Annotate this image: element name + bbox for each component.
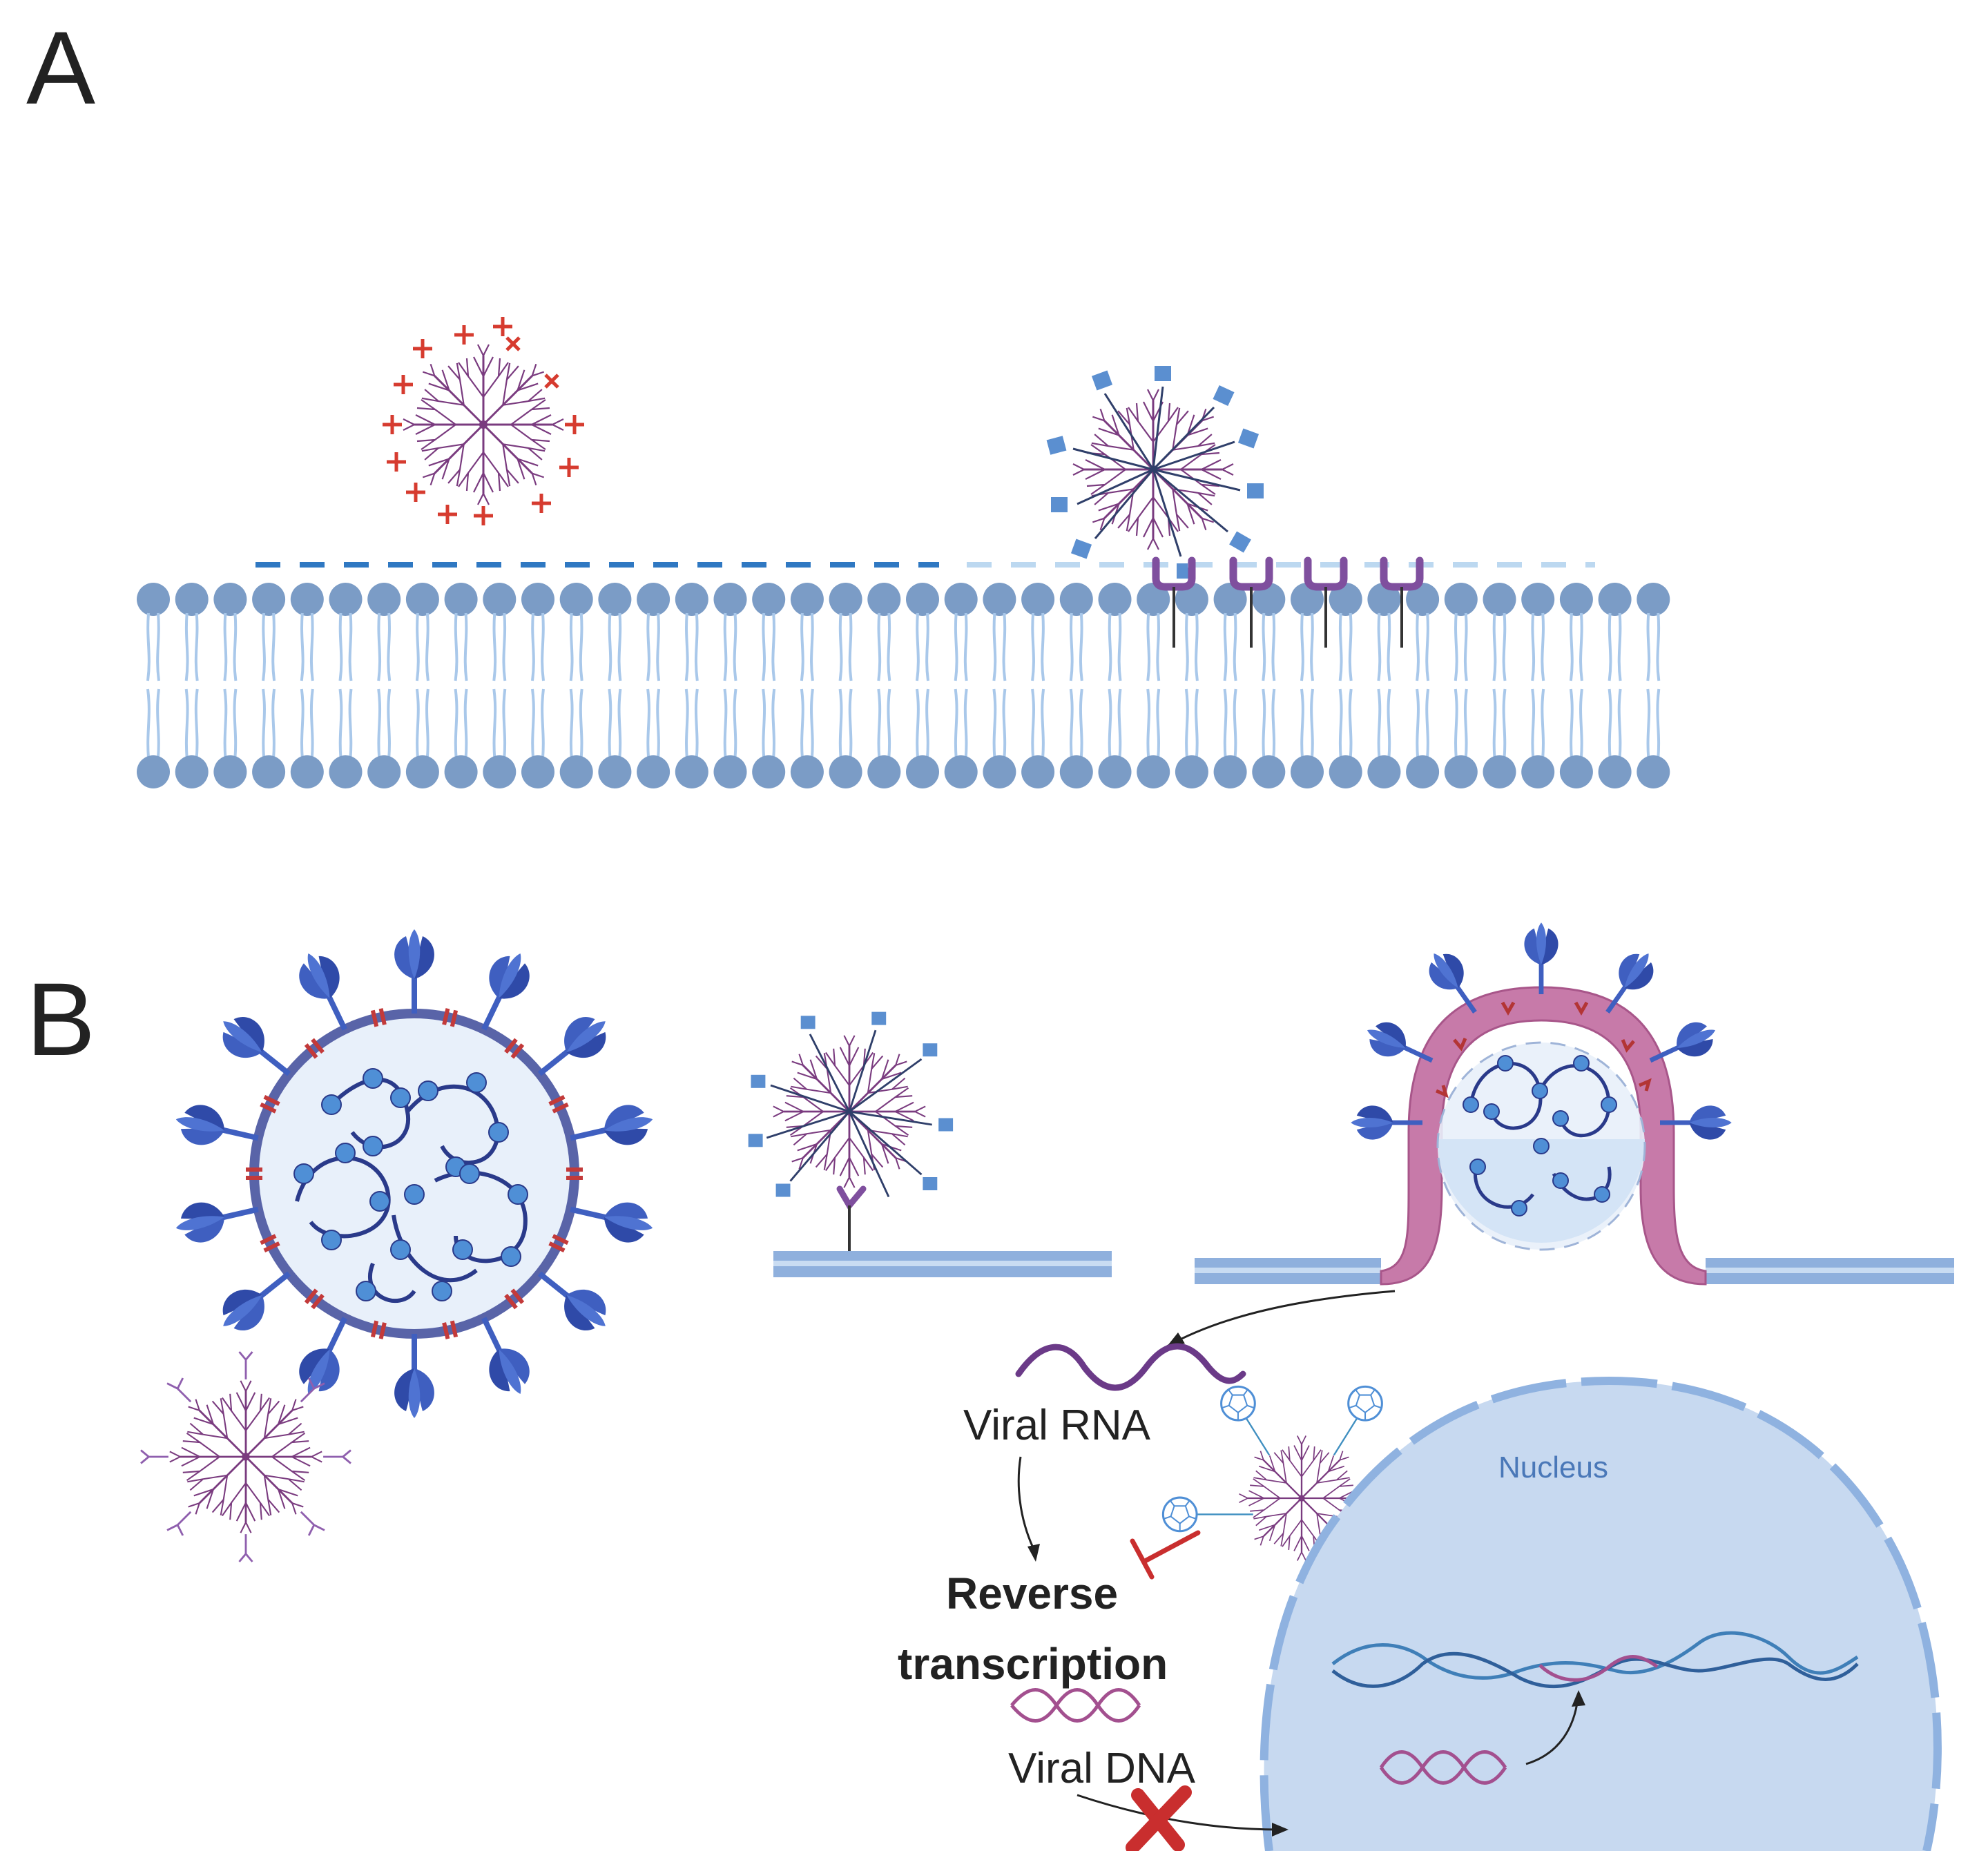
ligand-dendrimer-a [1046, 366, 1264, 579]
budding-membrane-proteins [1436, 1001, 1652, 1098]
inhibition-symbol [1130, 1530, 1201, 1580]
lipid-molecule [443, 581, 479, 790]
virus-particle [171, 929, 657, 1418]
lipid-molecule [1251, 581, 1287, 790]
genome-beads [293, 1068, 528, 1301]
lipid-molecule [597, 581, 633, 790]
reverse-transcription-label-line2: transcription [898, 1639, 1168, 1689]
lipid-molecule [1481, 581, 1518, 790]
nucleus: Nucleus [1260, 1376, 1942, 1851]
lipid-molecule [827, 581, 864, 790]
release-arrow [1166, 1290, 1396, 1348]
lipid-molecule [1635, 581, 1672, 790]
lipid-molecule [866, 581, 903, 790]
spike-protein [566, 1100, 657, 1157]
lipid-molecule [1405, 581, 1441, 790]
lipid-molecule [673, 581, 710, 790]
lipid-bilayer [135, 581, 1672, 790]
lipid-molecule [1135, 581, 1172, 790]
lipid-molecule [905, 581, 940, 790]
integration-arrow-head [1572, 1690, 1585, 1707]
spike-protein [171, 1190, 262, 1247]
nuclear-envelope [1260, 1376, 1942, 1851]
spike-protein [394, 1334, 434, 1418]
viral-dna-strand [1010, 1688, 1141, 1723]
viral-rna-label: Viral RNA [963, 1402, 1151, 1449]
host-membrane-right [1195, 1258, 1954, 1284]
lipid-molecule [712, 581, 749, 790]
lipid-molecule [789, 581, 825, 790]
rna-to-rt-arrow-head [1027, 1544, 1040, 1562]
budding-virion [1351, 922, 1731, 1286]
lipid-molecule [1596, 581, 1633, 790]
lipid-molecule [1520, 581, 1556, 790]
integration-arrow [1525, 1698, 1579, 1765]
viral-dna-label: Viral DNA [1008, 1745, 1196, 1792]
lipid-molecule [1173, 581, 1210, 790]
spike-protein [394, 929, 434, 1014]
lipid-molecule [1289, 581, 1325, 790]
lipid-molecule [1097, 581, 1133, 790]
lipid-molecule [558, 581, 595, 790]
lipid-molecule [1442, 581, 1479, 790]
lipid-molecule [943, 581, 979, 790]
lipid-molecule [135, 581, 171, 790]
y-shaped-ends [140, 1351, 351, 1562]
lipid-molecule [520, 581, 556, 790]
nuclear-import-arrow-head [1272, 1823, 1289, 1837]
nuclear-import-arrow [1077, 1794, 1278, 1831]
lipid-molecule [635, 581, 672, 790]
lipid-molecule [1020, 581, 1056, 790]
integrating-viral-dna [1379, 1750, 1507, 1785]
panel-letter-b: B [26, 961, 95, 1077]
blocked-x-mark [1126, 1785, 1192, 1851]
lipid-molecule [289, 581, 325, 790]
lipid-molecule [1327, 581, 1364, 790]
lipid-molecule [981, 581, 1018, 790]
lipid-molecule [212, 581, 249, 790]
release-arrow-head [1167, 1332, 1185, 1346]
lipid-molecule [1366, 581, 1402, 790]
lipid-molecule [404, 581, 441, 790]
lipid-molecule [366, 581, 403, 790]
positive-charges [383, 317, 584, 525]
branched-dendrimer-b [140, 1351, 351, 1562]
spike-protein [566, 1190, 657, 1247]
host-membrane-left [773, 1251, 1112, 1277]
panel-letter-a: A [26, 10, 95, 126]
spike-protein [171, 1100, 262, 1157]
lipid-molecule [173, 581, 210, 790]
lipid-molecule [1058, 581, 1094, 790]
lipid-molecule [751, 581, 787, 790]
host-dna-helix [1331, 1631, 1859, 1689]
reverse-transcription-label-line1: Reverse [946, 1569, 1118, 1618]
lipid-molecule [251, 581, 287, 790]
cationic-dendrimer [383, 317, 584, 525]
lipid-molecule [1558, 581, 1594, 790]
rna-to-rt-arrow [1017, 1456, 1037, 1554]
ligand-dendrimer-b [748, 1011, 954, 1198]
budding-genome-beads [1463, 1055, 1617, 1217]
lipid-molecule [1212, 581, 1248, 790]
viral-rna-strand [1015, 1343, 1246, 1391]
lipid-molecule [327, 581, 364, 790]
nucleus-label: Nucleus [1498, 1451, 1608, 1484]
ligand-spokes [1072, 386, 1241, 557]
lipid-molecule [481, 581, 518, 790]
